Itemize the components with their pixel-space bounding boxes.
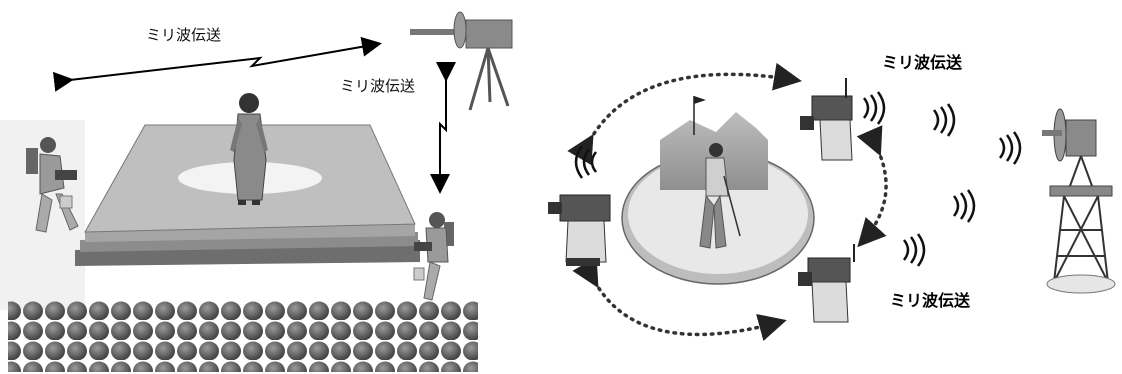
radio-wave-icon xyxy=(934,104,954,136)
audience-seats xyxy=(8,300,478,372)
camera-operator-golf-bottom xyxy=(798,244,854,322)
radio-wave-icon xyxy=(904,234,924,266)
radio-wave-icon xyxy=(1000,132,1020,164)
dotted-arrow-bottom xyxy=(595,282,780,334)
radio-wave-icon xyxy=(864,92,884,124)
camera-operator-golf-top xyxy=(800,78,852,160)
radio-wave-icon xyxy=(576,146,596,178)
right-label-top: ミリ波伝送 xyxy=(882,53,963,72)
dotted-arrow-right xyxy=(862,150,886,242)
radio-wave-icon xyxy=(954,190,974,222)
tripod-receiver xyxy=(410,12,512,110)
stage-scene: ミリ波伝送 ミリ波伝送 xyxy=(0,12,512,372)
left-label-right: ミリ波伝送 xyxy=(340,77,415,95)
flag-icon xyxy=(694,96,706,104)
handheld-camera-left xyxy=(55,170,77,180)
camera-operator-golf-left xyxy=(548,195,610,266)
receiver-tower xyxy=(1042,109,1115,293)
right-label-bottom: ミリ波伝送 xyxy=(890,291,971,310)
backpack-transmitter xyxy=(26,148,38,174)
transmission-arrow-horizontal xyxy=(70,44,378,80)
golf-scene: ミリ波伝送 ミリ波伝送 xyxy=(548,53,1115,334)
transmission-arrow-vertical xyxy=(440,78,446,190)
left-label-top: ミリ波伝送 xyxy=(146,26,221,44)
